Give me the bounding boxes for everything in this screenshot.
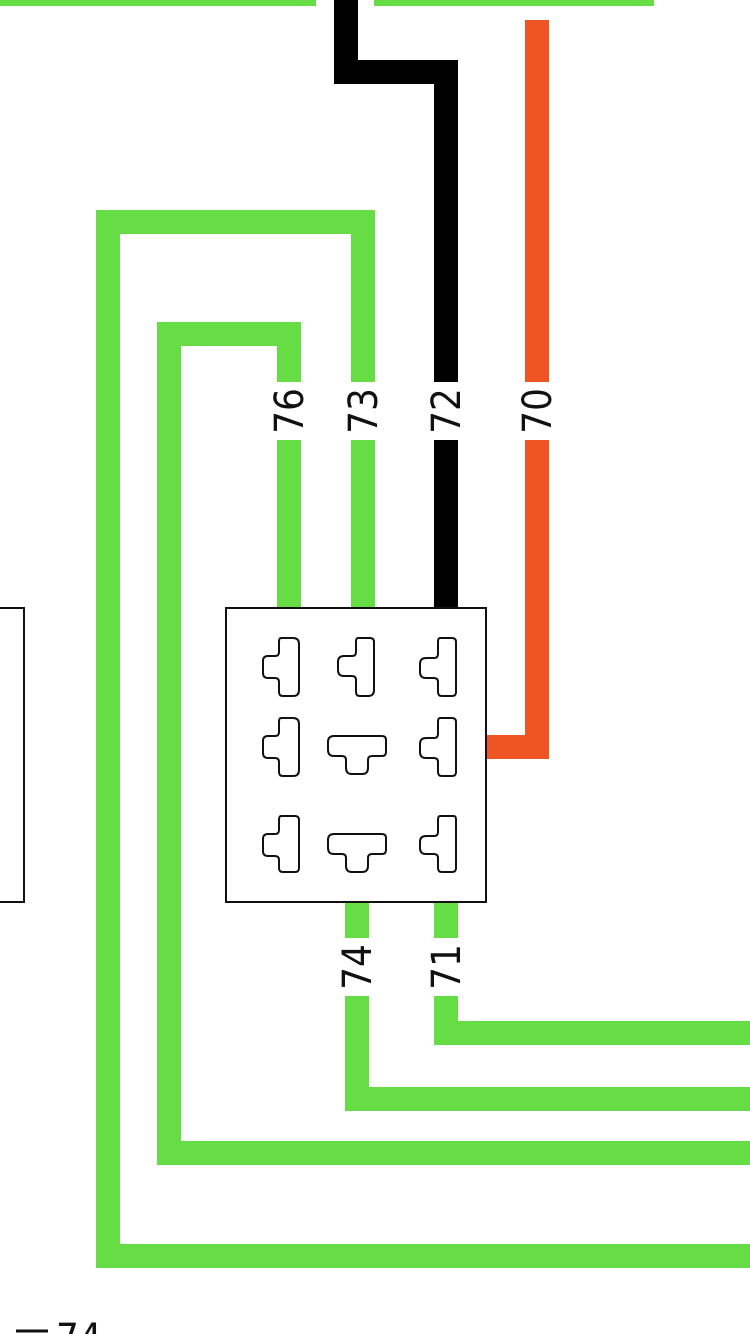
wire-72-path (334, 0, 458, 608)
wire-label-74: 74 (335, 944, 381, 990)
connector-block (225, 607, 487, 903)
terminal-slot (262, 717, 300, 777)
terminal-slot (327, 833, 387, 873)
connector-housing (225, 607, 487, 903)
label-gap-76 (266, 382, 312, 440)
wire-70-path (486, 20, 549, 759)
label-gap-70 (514, 382, 560, 440)
wire-73-path (96, 210, 750, 1268)
label-gap-72 (423, 382, 469, 440)
terminal-slot (262, 815, 300, 873)
terminal-slot (327, 735, 387, 775)
wire-label-76: 76 (267, 388, 313, 434)
terminal-slot (419, 717, 457, 777)
wire-label-71: 71 (424, 944, 470, 990)
label-gap-73 (340, 382, 386, 440)
wire-74-path (345, 902, 750, 1111)
wire-label-70: 70 (515, 388, 561, 434)
wire-label-72: 72 (424, 388, 470, 434)
wire-label-73: 73 (341, 388, 387, 434)
adjacent-component-box (0, 607, 25, 903)
label-gap-74 (334, 938, 380, 996)
label-gap-71 (423, 938, 469, 996)
terminal-slot (419, 815, 457, 873)
terminal-slot (262, 637, 300, 697)
footer-wire-label: 74 (56, 1316, 102, 1334)
terminal-slot (337, 637, 375, 697)
terminal-slot (419, 637, 457, 697)
wire-71-path (434, 902, 750, 1045)
